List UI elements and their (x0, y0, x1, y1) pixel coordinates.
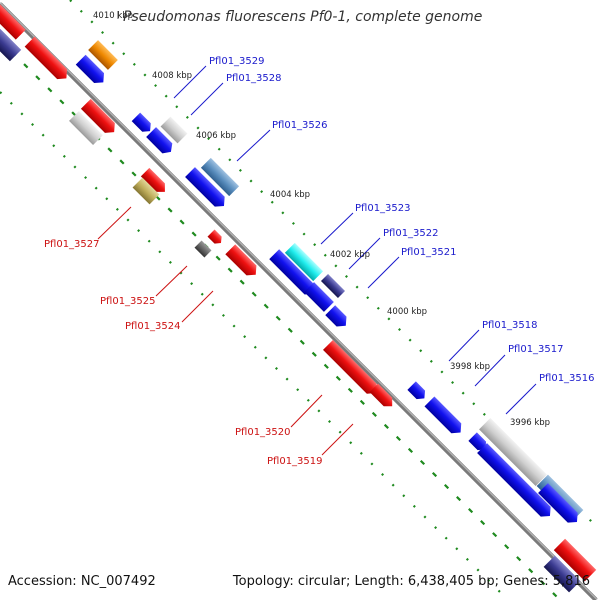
gene-block[interactable] (468, 432, 489, 453)
gene-label[interactable]: Pfl01_3520 (235, 427, 291, 438)
leader-line (97, 206, 132, 240)
leader-line (155, 265, 188, 297)
scale-label: 4004 kbp (270, 190, 310, 200)
scale-label: 3996 kbp (510, 418, 550, 428)
gene-block[interactable] (323, 340, 381, 398)
accession-text: Accession: NC_007492 (8, 574, 156, 589)
gene-block[interactable] (88, 40, 118, 70)
leader-line (348, 237, 381, 270)
gene-label[interactable]: Pfl01_3522 (383, 228, 439, 239)
scale-labels: 4010 kbp 4008 kbp 4006 kbp 4004 kbp 4002… (93, 11, 550, 428)
forward-gene-labels: Pfl01_3527 Pfl01_3525 Pfl01_3524 Pfl01_3… (44, 239, 323, 467)
gene-label[interactable]: Pfl01_3525 (100, 296, 156, 307)
gene-block[interactable] (543, 555, 581, 593)
tick-guide-inner (0, 91, 509, 600)
gene-block[interactable] (269, 249, 318, 298)
gene-label[interactable]: Pfl01_3523 (355, 203, 411, 214)
gene-label[interactable]: Pfl01_3529 (209, 56, 265, 67)
forward-strand-genes (0, 4, 597, 582)
reverse-strand-genes (0, 18, 584, 593)
gene-block[interactable] (320, 273, 346, 299)
gene-block[interactable] (24, 36, 72, 84)
leader-line (173, 65, 207, 99)
leader-line (190, 82, 224, 116)
gene-block[interactable] (131, 112, 155, 136)
gene-block[interactable] (132, 177, 160, 205)
gene-block[interactable] (369, 383, 397, 411)
gene-block[interactable] (479, 418, 547, 486)
gene-block[interactable] (69, 111, 103, 145)
leader-line (505, 383, 537, 415)
leader-line (236, 129, 271, 162)
gene-label[interactable]: Pfl01_3518 (482, 320, 538, 331)
scale-label: 4006 kbp (196, 131, 236, 141)
gene-block[interactable] (140, 167, 169, 196)
gene-block[interactable] (207, 229, 225, 247)
leader-line (474, 354, 506, 387)
gene-block[interactable] (160, 116, 188, 144)
leader-line (321, 423, 354, 456)
gene-label[interactable]: Pfl01_3527 (44, 239, 100, 250)
gene-block[interactable] (538, 483, 582, 527)
gene-block[interactable] (325, 305, 350, 330)
gene-block[interactable] (80, 98, 119, 137)
gene-block[interactable] (200, 157, 240, 197)
gene-block[interactable] (477, 443, 555, 521)
gene-label[interactable]: Pfl01_3521 (401, 247, 457, 258)
gene-block[interactable] (407, 381, 428, 402)
scale-label: 4008 kbp (152, 71, 192, 81)
scale-label: 4010 kbp (93, 11, 133, 21)
leader-line (448, 329, 480, 362)
gene-label[interactable]: Pfl01_3519 (267, 456, 323, 467)
gene-block[interactable] (0, 4, 26, 40)
tick-guide-mid (0, 39, 561, 600)
reverse-gene-labels: Pfl01_3529 Pfl01_3528 Pfl01_3526 Pfl01_3… (209, 56, 595, 384)
scale-label: 3998 kbp (450, 362, 490, 372)
gene-block[interactable] (75, 54, 109, 88)
leader-line (181, 290, 214, 323)
reverse-label-leaders (173, 65, 537, 415)
gene-block[interactable] (185, 167, 229, 211)
gene-block[interactable] (225, 244, 260, 279)
scale-label: 4002 kbp (330, 250, 370, 260)
gene-block[interactable] (194, 240, 212, 258)
gene-block[interactable] (146, 127, 176, 157)
forward-label-leaders (97, 206, 354, 456)
gene-block[interactable] (284, 242, 324, 282)
gene-label[interactable]: Pfl01_3526 (272, 120, 328, 131)
gene-label[interactable]: Pfl01_3528 (226, 73, 282, 84)
gene-label[interactable]: Pfl01_3516 (539, 373, 595, 384)
genome-summary-text: Topology: circular; Length: 6,438,405 bp… (232, 574, 590, 589)
gene-label[interactable]: Pfl01_3517 (508, 344, 564, 355)
gene-block[interactable] (304, 282, 334, 312)
gene-block[interactable] (0, 18, 22, 62)
genome-title: Pseudomonas fluorescens Pf0-1, complete … (123, 9, 483, 25)
leader-line (320, 212, 354, 245)
gene-label[interactable]: Pfl01_3524 (125, 321, 181, 332)
leader-line (367, 256, 400, 289)
gene-block[interactable] (424, 396, 465, 437)
scale-label: 4000 kbp (387, 307, 427, 317)
leader-line (290, 394, 323, 428)
gene-block[interactable] (553, 538, 597, 582)
